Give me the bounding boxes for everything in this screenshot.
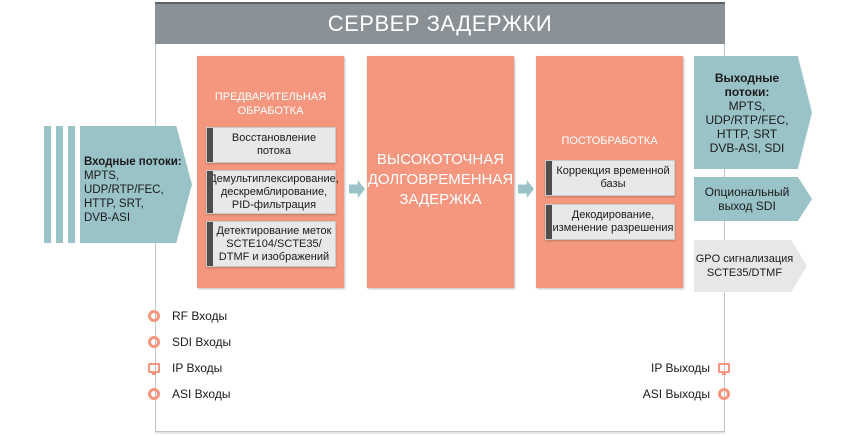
input-streams-arrow xyxy=(80,126,192,243)
step-line: изменение разрешения xyxy=(552,222,674,234)
postprocessing-step: Декодирование, изменение разрешения xyxy=(545,204,675,240)
output-line: HTTP, SRT xyxy=(716,126,778,141)
core-delay-label: ВЫСОКОТОЧНАЯ ДОЛГОВРЕМЕННАЯ ЗАДЕРЖКА xyxy=(367,150,514,210)
step-line: PID-фильтрация xyxy=(231,198,317,211)
input-streams-text: Входные потоки: MPTS, UDP/RTP/FEC, HTTP,… xyxy=(84,155,184,225)
sdi-line: Опциональный xyxy=(704,185,790,199)
sdi-line: выход SDI xyxy=(718,199,776,213)
output-heading-line: потоки: xyxy=(724,84,770,99)
flow-arrow-icon xyxy=(349,180,365,198)
input-stripe xyxy=(44,126,51,243)
optional-sdi-output-arrow: Опциональный выход SDI xyxy=(694,177,812,221)
input-line: HTTP, SRT, xyxy=(84,198,144,210)
monitor-port-icon xyxy=(718,363,730,375)
step-line: Коррекция временной xyxy=(556,165,670,177)
step-line: Демультиплексирование, xyxy=(209,172,339,185)
heading-line: ОБРАБОТКА xyxy=(237,105,304,117)
core-line: ЗАДЕРЖКА xyxy=(399,191,482,208)
step-line: базы xyxy=(600,178,626,190)
preprocessing-heading: ПРЕДВАРИТЕЛЬНАЯ ОБРАБОТКА xyxy=(197,90,344,118)
output-line: DVB-ASI, SDI xyxy=(709,140,785,155)
port-label-sdi-in: SDI Входы xyxy=(172,335,232,349)
postprocessing-step: Коррекция временной базы xyxy=(545,160,675,196)
ring-connector-icon xyxy=(718,388,730,400)
monitor-port-icon xyxy=(148,363,160,375)
ring-connector-icon xyxy=(148,388,160,400)
heading-line: ПРЕДВАРИТЕЛЬНАЯ xyxy=(214,91,327,103)
core-line: ДОЛГОВРЕМЕННАЯ xyxy=(367,171,514,188)
port-label-ip-out: IP Выходы xyxy=(651,361,710,375)
input-heading: Входные потоки: xyxy=(84,156,182,168)
gpo-line: SCTE35/DTMF xyxy=(706,267,783,279)
gpo-line: GPO сигнализация xyxy=(695,253,794,265)
port-label-asi-in: ASI Входы xyxy=(172,387,231,401)
frame-shadow xyxy=(155,432,725,434)
postprocessing-heading: ПОСТОБРАБОТКА xyxy=(561,135,658,147)
preprocessing-step: Детектирование меток SCTE104/SCTE35/ DTM… xyxy=(206,221,336,267)
gpo-signaling-arrow: GPO сигнализация SCTE35/DTMF xyxy=(694,240,807,292)
step-line: Декодирование, xyxy=(571,209,655,221)
output-streams-arrow: Выходные потоки: MPTS, UDP/RTP/FEC, HTTP… xyxy=(694,56,812,169)
preprocessing-step: Восстановление потока xyxy=(206,127,336,163)
core-line: ВЫСОКОТОЧНАЯ xyxy=(376,151,505,168)
ring-connector-icon xyxy=(148,336,160,348)
preprocessing-step: Демультиплексирование, дескремблирование… xyxy=(206,170,339,214)
step-line: Детектирование меток xyxy=(216,224,332,237)
step-line: DTMF и изображений xyxy=(218,250,330,263)
input-stripe xyxy=(56,126,63,243)
port-label-rf-in: RF Входы xyxy=(172,309,228,323)
port-label-asi-out: ASI Выходы xyxy=(642,387,710,401)
ring-connector-icon xyxy=(148,310,160,322)
input-line: MPTS, xyxy=(84,170,120,182)
input-line: UDP/RTP/FEC, xyxy=(84,184,164,196)
output-line: MPTS, xyxy=(728,98,766,113)
output-heading-line: Выходные xyxy=(714,70,780,85)
input-line: DVB-ASI xyxy=(84,212,131,224)
output-line: UDP/RTP/FEC, xyxy=(705,112,789,127)
flow-arrow-icon xyxy=(518,180,534,198)
input-stripe xyxy=(68,126,75,243)
step-line: дескремблирование, xyxy=(220,185,328,198)
step-line: SCTE104/SCTE35/ xyxy=(226,237,322,250)
step-line: потока xyxy=(256,145,292,157)
port-label-ip-in: IP Входы xyxy=(172,361,223,375)
step-line: Восстановление xyxy=(231,132,317,144)
diagram-title: СЕРВЕР ЗАДЕРЖКИ xyxy=(155,2,725,44)
core-delay-block xyxy=(367,56,514,288)
